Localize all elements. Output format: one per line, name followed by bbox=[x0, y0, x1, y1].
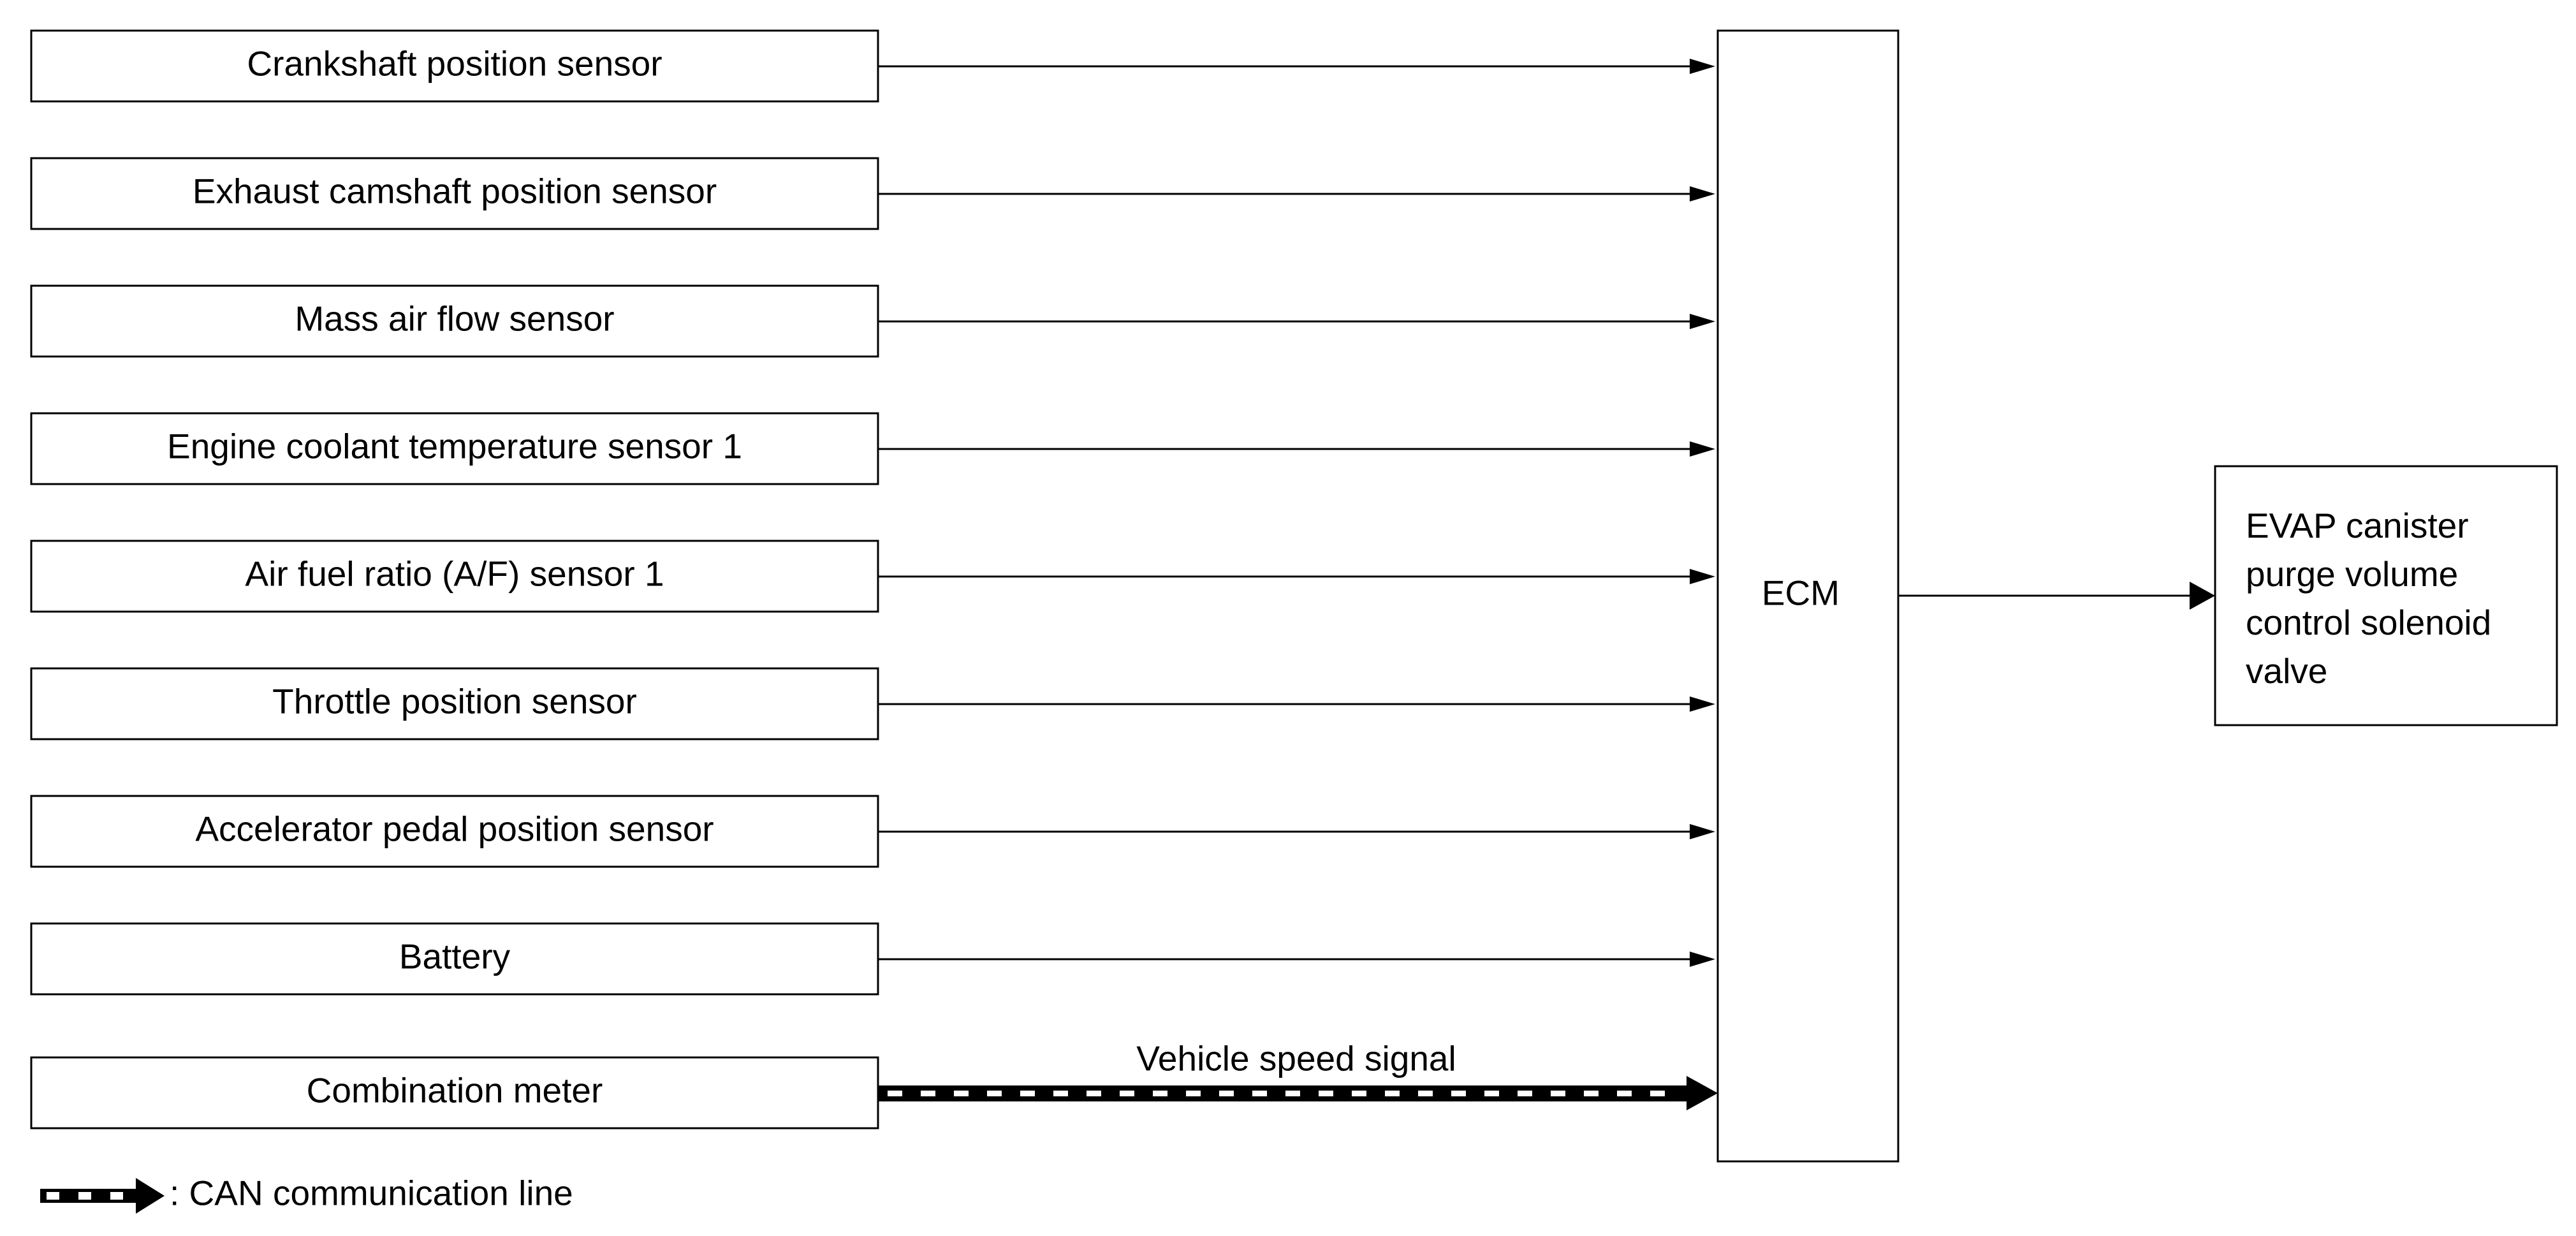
input-label: Engine coolant temperature sensor 1 bbox=[167, 427, 742, 466]
arrowhead-icon bbox=[1690, 569, 1715, 584]
vehicle-speed-signal-label: Vehicle speed signal bbox=[1136, 1039, 1456, 1078]
input-engine-coolant-temperature-sensor: Engine coolant temperature sensor 1 bbox=[30, 412, 879, 485]
output-evap-canister-purge-volume-control-solenoid-valve: EVAP canister purge volume control solen… bbox=[2214, 465, 2558, 726]
signal-arrow bbox=[878, 186, 1715, 202]
arrowhead-icon bbox=[1690, 314, 1715, 329]
input-label: Combination meter bbox=[307, 1071, 603, 1110]
input-label: Crankshaft position sensor bbox=[247, 44, 662, 84]
can-communication-line: Vehicle speed signal bbox=[878, 1039, 1718, 1110]
output-label-line: purge volume bbox=[2246, 554, 2458, 594]
input-label: Throttle position sensor bbox=[272, 682, 637, 721]
arrowhead-icon bbox=[1690, 59, 1715, 74]
input-mass-air-flow-sensor: Mass air flow sensor bbox=[30, 284, 879, 358]
signal-arrow bbox=[878, 59, 1715, 74]
input-components: Crankshaft position sensor Exhaust camsh… bbox=[30, 29, 879, 1129]
can-arrowhead-icon bbox=[1687, 1076, 1718, 1110]
output-arrowhead-icon bbox=[2190, 582, 2215, 610]
signal-arrow bbox=[878, 441, 1715, 457]
input-accelerator-pedal-position-sensor: Accelerator pedal position sensor bbox=[30, 795, 879, 868]
ecm-block: ECM bbox=[1716, 29, 1899, 1163]
input-label: Air fuel ratio (A/F) sensor 1 bbox=[245, 554, 664, 594]
arrowhead-icon bbox=[1690, 186, 1715, 202]
arrowhead-icon bbox=[1690, 952, 1715, 967]
output-signal-arrow bbox=[1898, 582, 2215, 610]
input-label: Exhaust camshaft position sensor bbox=[193, 172, 717, 211]
input-label: Battery bbox=[399, 937, 511, 976]
input-label: Accelerator pedal position sensor bbox=[195, 809, 714, 849]
signal-arrow bbox=[878, 952, 1715, 967]
arrowhead-icon bbox=[1690, 441, 1715, 457]
signal-wires bbox=[878, 59, 1715, 967]
can-line-legend-icon bbox=[40, 1178, 165, 1214]
input-combination-meter: Combination meter bbox=[30, 1056, 879, 1129]
input-battery: Battery bbox=[30, 922, 879, 996]
signal-arrow bbox=[878, 314, 1715, 329]
legend-label: : CAN communication line bbox=[170, 1173, 573, 1213]
output-label-line: control solenoid bbox=[2246, 603, 2491, 642]
ecm-label: ECM bbox=[1762, 573, 1840, 613]
arrowhead-icon bbox=[1690, 696, 1715, 712]
output-label: EVAP canister purge volume control solen… bbox=[2246, 506, 2501, 691]
signal-arrow bbox=[878, 824, 1715, 839]
input-exhaust-camshaft-position-sensor: Exhaust camshaft position sensor bbox=[30, 157, 879, 230]
signal-arrow bbox=[878, 569, 1715, 584]
input-label: Mass air flow sensor bbox=[295, 299, 614, 339]
input-throttle-position-sensor: Throttle position sensor bbox=[30, 667, 879, 740]
input-crankshaft-position-sensor: Crankshaft position sensor bbox=[30, 29, 879, 103]
arrowhead-icon bbox=[1690, 824, 1715, 839]
output-label-line: EVAP canister bbox=[2246, 506, 2469, 545]
input-air-fuel-ratio-sensor: Air fuel ratio (A/F) sensor 1 bbox=[30, 540, 879, 613]
output-label-line: valve bbox=[2246, 651, 2327, 691]
signal-arrow bbox=[878, 696, 1715, 712]
legend: : CAN communication line bbox=[40, 1173, 573, 1214]
